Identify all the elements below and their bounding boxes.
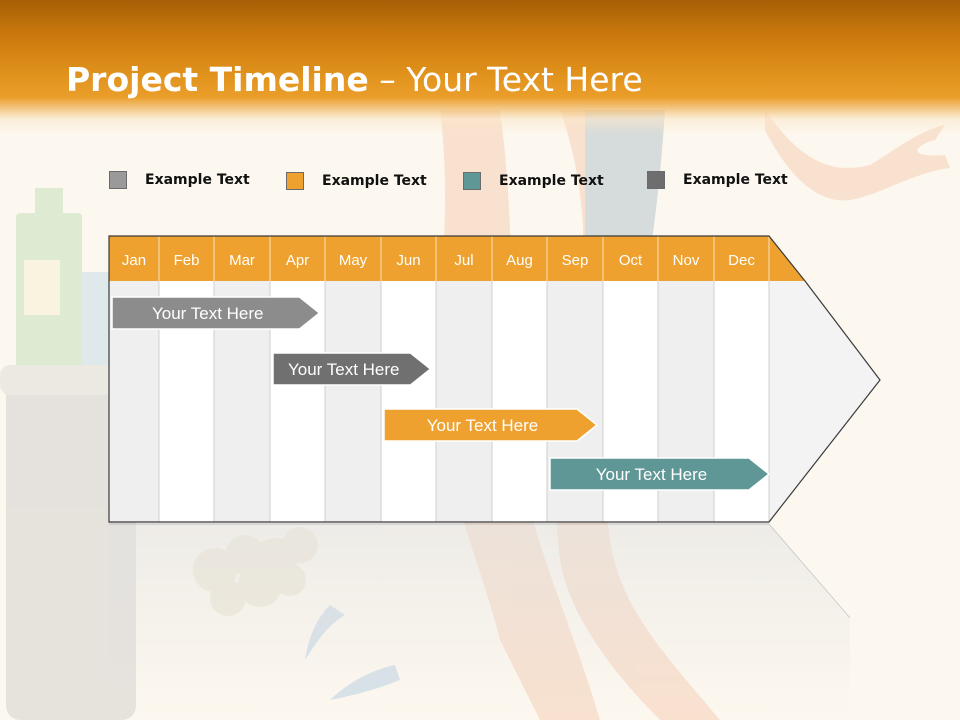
month-label-dec: Dec: [728, 252, 755, 269]
title-rest: – Your Text Here: [368, 60, 643, 99]
task-arrow-2[interactable]: Your Text Here: [272, 352, 432, 386]
month-label-jun: Jun: [396, 252, 420, 269]
month-label-feb: Feb: [174, 252, 200, 269]
legend-swatch: [109, 171, 127, 189]
task-label: Your Text Here: [288, 360, 400, 379]
month-band: [109, 236, 805, 281]
task-arrow-4[interactable]: Your Text Here: [549, 457, 771, 491]
legend-label: Example Text: [683, 172, 788, 188]
title-bold: Project Timeline: [66, 60, 369, 99]
legend-swatch: [463, 172, 481, 190]
legend-label: Example Text: [499, 173, 604, 189]
bottle-shape: [16, 213, 82, 373]
legend-swatch: [286, 172, 304, 190]
reflection-edge: [768, 523, 851, 619]
month-label-sep: Sep: [562, 252, 589, 269]
slide-title: Project Timeline – Your Text Here: [66, 60, 643, 99]
header-band: [0, 0, 960, 135]
timeline-outline: [108, 235, 881, 523]
month-column-jul: [436, 281, 492, 522]
task-arrow-shape: [272, 352, 432, 386]
month-column-may: [325, 281, 381, 522]
month-label-jul: Jul: [454, 252, 473, 269]
task-arrow-shape: [549, 457, 771, 491]
task-arrow-shape: [383, 408, 599, 442]
tub-shape: [6, 372, 136, 720]
legend-swatch: [647, 171, 665, 189]
task-label: Your Text Here: [596, 465, 708, 484]
arrow-head: [769, 281, 880, 522]
timeline-reflection: [109, 524, 850, 720]
month-label-nov: Nov: [673, 252, 700, 269]
month-label-aug: Aug: [506, 252, 533, 269]
month-label-apr: Apr: [286, 252, 309, 269]
arm-shape: [765, 110, 950, 201]
month-label-may: May: [339, 252, 368, 269]
task-arrow-shape: [111, 296, 321, 330]
legend-label: Example Text: [322, 173, 427, 189]
legend-label: Example Text: [145, 172, 250, 188]
task-label: Your Text Here: [427, 416, 539, 435]
task-label: Your Text Here: [152, 304, 264, 323]
month-column-jun: [381, 281, 436, 522]
month-label-oct: Oct: [619, 252, 643, 269]
month-label-mar: Mar: [229, 252, 255, 269]
month-label-jan: Jan: [122, 252, 146, 269]
task-arrow-1[interactable]: Your Text Here: [111, 296, 321, 330]
month-column-aug: [492, 281, 547, 522]
task-arrow-3[interactable]: Your Text Here: [383, 408, 599, 442]
